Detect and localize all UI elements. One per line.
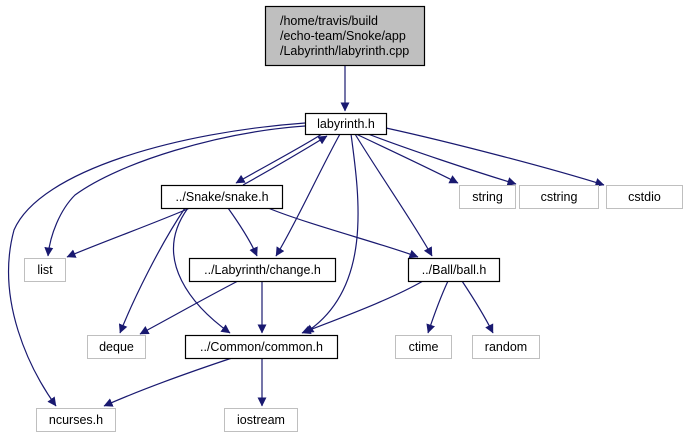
node-box	[304, 112, 388, 136]
node-ncurses-h: ncurses.h	[36, 408, 116, 432]
edge-ball_h-to-random	[461, 280, 494, 334]
node-label: labyrinth.h	[317, 117, 375, 131]
edges-layer	[8, 65, 605, 407]
node-cstdio: cstdio	[606, 185, 683, 209]
edge-snake_h-to-ball_h	[267, 207, 419, 259]
node-label: deque	[99, 340, 134, 354]
node-box	[407, 257, 501, 283]
node-box	[459, 185, 516, 209]
node-deque: deque	[87, 335, 146, 359]
edge-labyrinth_h-to-common_h	[304, 133, 359, 334]
node-label: ncurses.h	[49, 413, 103, 427]
node-label: list	[37, 263, 53, 277]
node-ctime: ctime	[395, 335, 452, 359]
node-box	[160, 184, 284, 210]
node-label: ../Ball/ball.h	[422, 263, 487, 277]
edge-change_h-to-deque	[139, 280, 239, 335]
node-box	[184, 334, 339, 360]
node-label: /echo-team/Snoke/app	[280, 29, 406, 43]
node-label: cstring	[541, 190, 578, 204]
node-label: /Labyrinth/labyrinth.cpp	[280, 44, 409, 58]
node-box	[36, 408, 116, 432]
nodes-layer: /home/travis/build/echo-team/Snoke/app/L…	[24, 5, 683, 432]
edge-labyrinth_h-to-change_h	[275, 133, 341, 257]
node-label: iostream	[237, 413, 285, 427]
node-common-h[interactable]: ../Common/common.h	[184, 334, 339, 360]
node-label: ../Snake/snake.h	[175, 190, 268, 204]
edge-ball_h-to-ctime	[426, 280, 449, 334]
node-cstring: cstring	[519, 185, 599, 209]
node-label: cstdio	[628, 190, 661, 204]
node-label: ../Common/common.h	[200, 340, 323, 354]
node-box	[87, 335, 146, 359]
node-random: random	[472, 335, 540, 359]
edge-snake_h-to-deque	[118, 207, 186, 334]
edge-labyrinth_h-to-string	[355, 133, 459, 184]
node-box	[24, 258, 66, 282]
node-labyrinth-h[interactable]: labyrinth.h	[304, 112, 388, 136]
node-box	[606, 185, 683, 209]
node-list: list	[24, 258, 66, 282]
node-snake-h[interactable]: ../Snake/snake.h	[160, 184, 284, 210]
node-label: ctime	[409, 340, 439, 354]
edge-labyrinth_h-to-ball_h	[354, 133, 433, 257]
edge-common_h-to-ncurses_h	[103, 357, 233, 407]
node-box	[264, 5, 426, 67]
edge-labyrinth_h-to-list	[44, 125, 306, 257]
node-label: /home/travis/build	[280, 14, 378, 28]
node-ball-h[interactable]: ../Ball/ball.h	[407, 257, 501, 283]
node-label: random	[485, 340, 527, 354]
edge-snake_h-to-labyrinth_h	[242, 135, 328, 186]
node-label: string	[472, 190, 503, 204]
edge-labyrinth_h-to-ncurses_h	[8, 122, 306, 407]
node-box	[519, 185, 599, 209]
edge-labyrinth_h-to-snake_h	[235, 133, 323, 184]
node-root[interactable]: /home/travis/build/echo-team/Snoke/app/L…	[264, 5, 426, 67]
edge-snake_h-to-common_h	[172, 207, 231, 334]
edge-snake_h-to-change_h	[227, 207, 258, 257]
node-label: ../Labyrinth/change.h	[204, 263, 321, 277]
node-box	[472, 335, 540, 359]
edge-labyrinth_h-to-cstdio	[385, 127, 605, 187]
node-box	[395, 335, 452, 359]
node-change-h[interactable]: ../Labyrinth/change.h	[188, 257, 337, 283]
node-iostream: iostream	[224, 408, 298, 432]
node-box	[224, 408, 298, 432]
node-box	[188, 257, 337, 283]
edge-ball_h-to-common_h	[301, 280, 424, 335]
edge-labyrinth_h-to-cstring	[367, 133, 517, 186]
edge-snake_h-to-list	[66, 207, 191, 258]
node-string: string	[459, 185, 516, 209]
